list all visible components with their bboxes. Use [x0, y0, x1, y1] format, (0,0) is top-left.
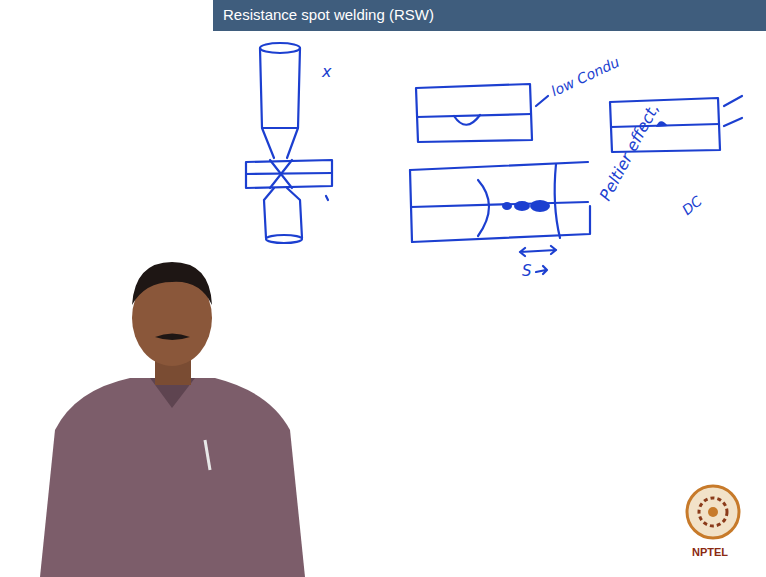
- handwritten-note: DC: [679, 193, 705, 218]
- title-bar: Resistance spot welding (RSW): [213, 0, 766, 31]
- handwritten-note: low Condu: [549, 54, 622, 99]
- logo-text: NPTEL: [692, 546, 728, 558]
- handwritten-mark: x: [322, 62, 331, 81]
- dimension-label: S: [522, 262, 532, 280]
- slide-title: Resistance spot welding (RSW): [223, 6, 434, 23]
